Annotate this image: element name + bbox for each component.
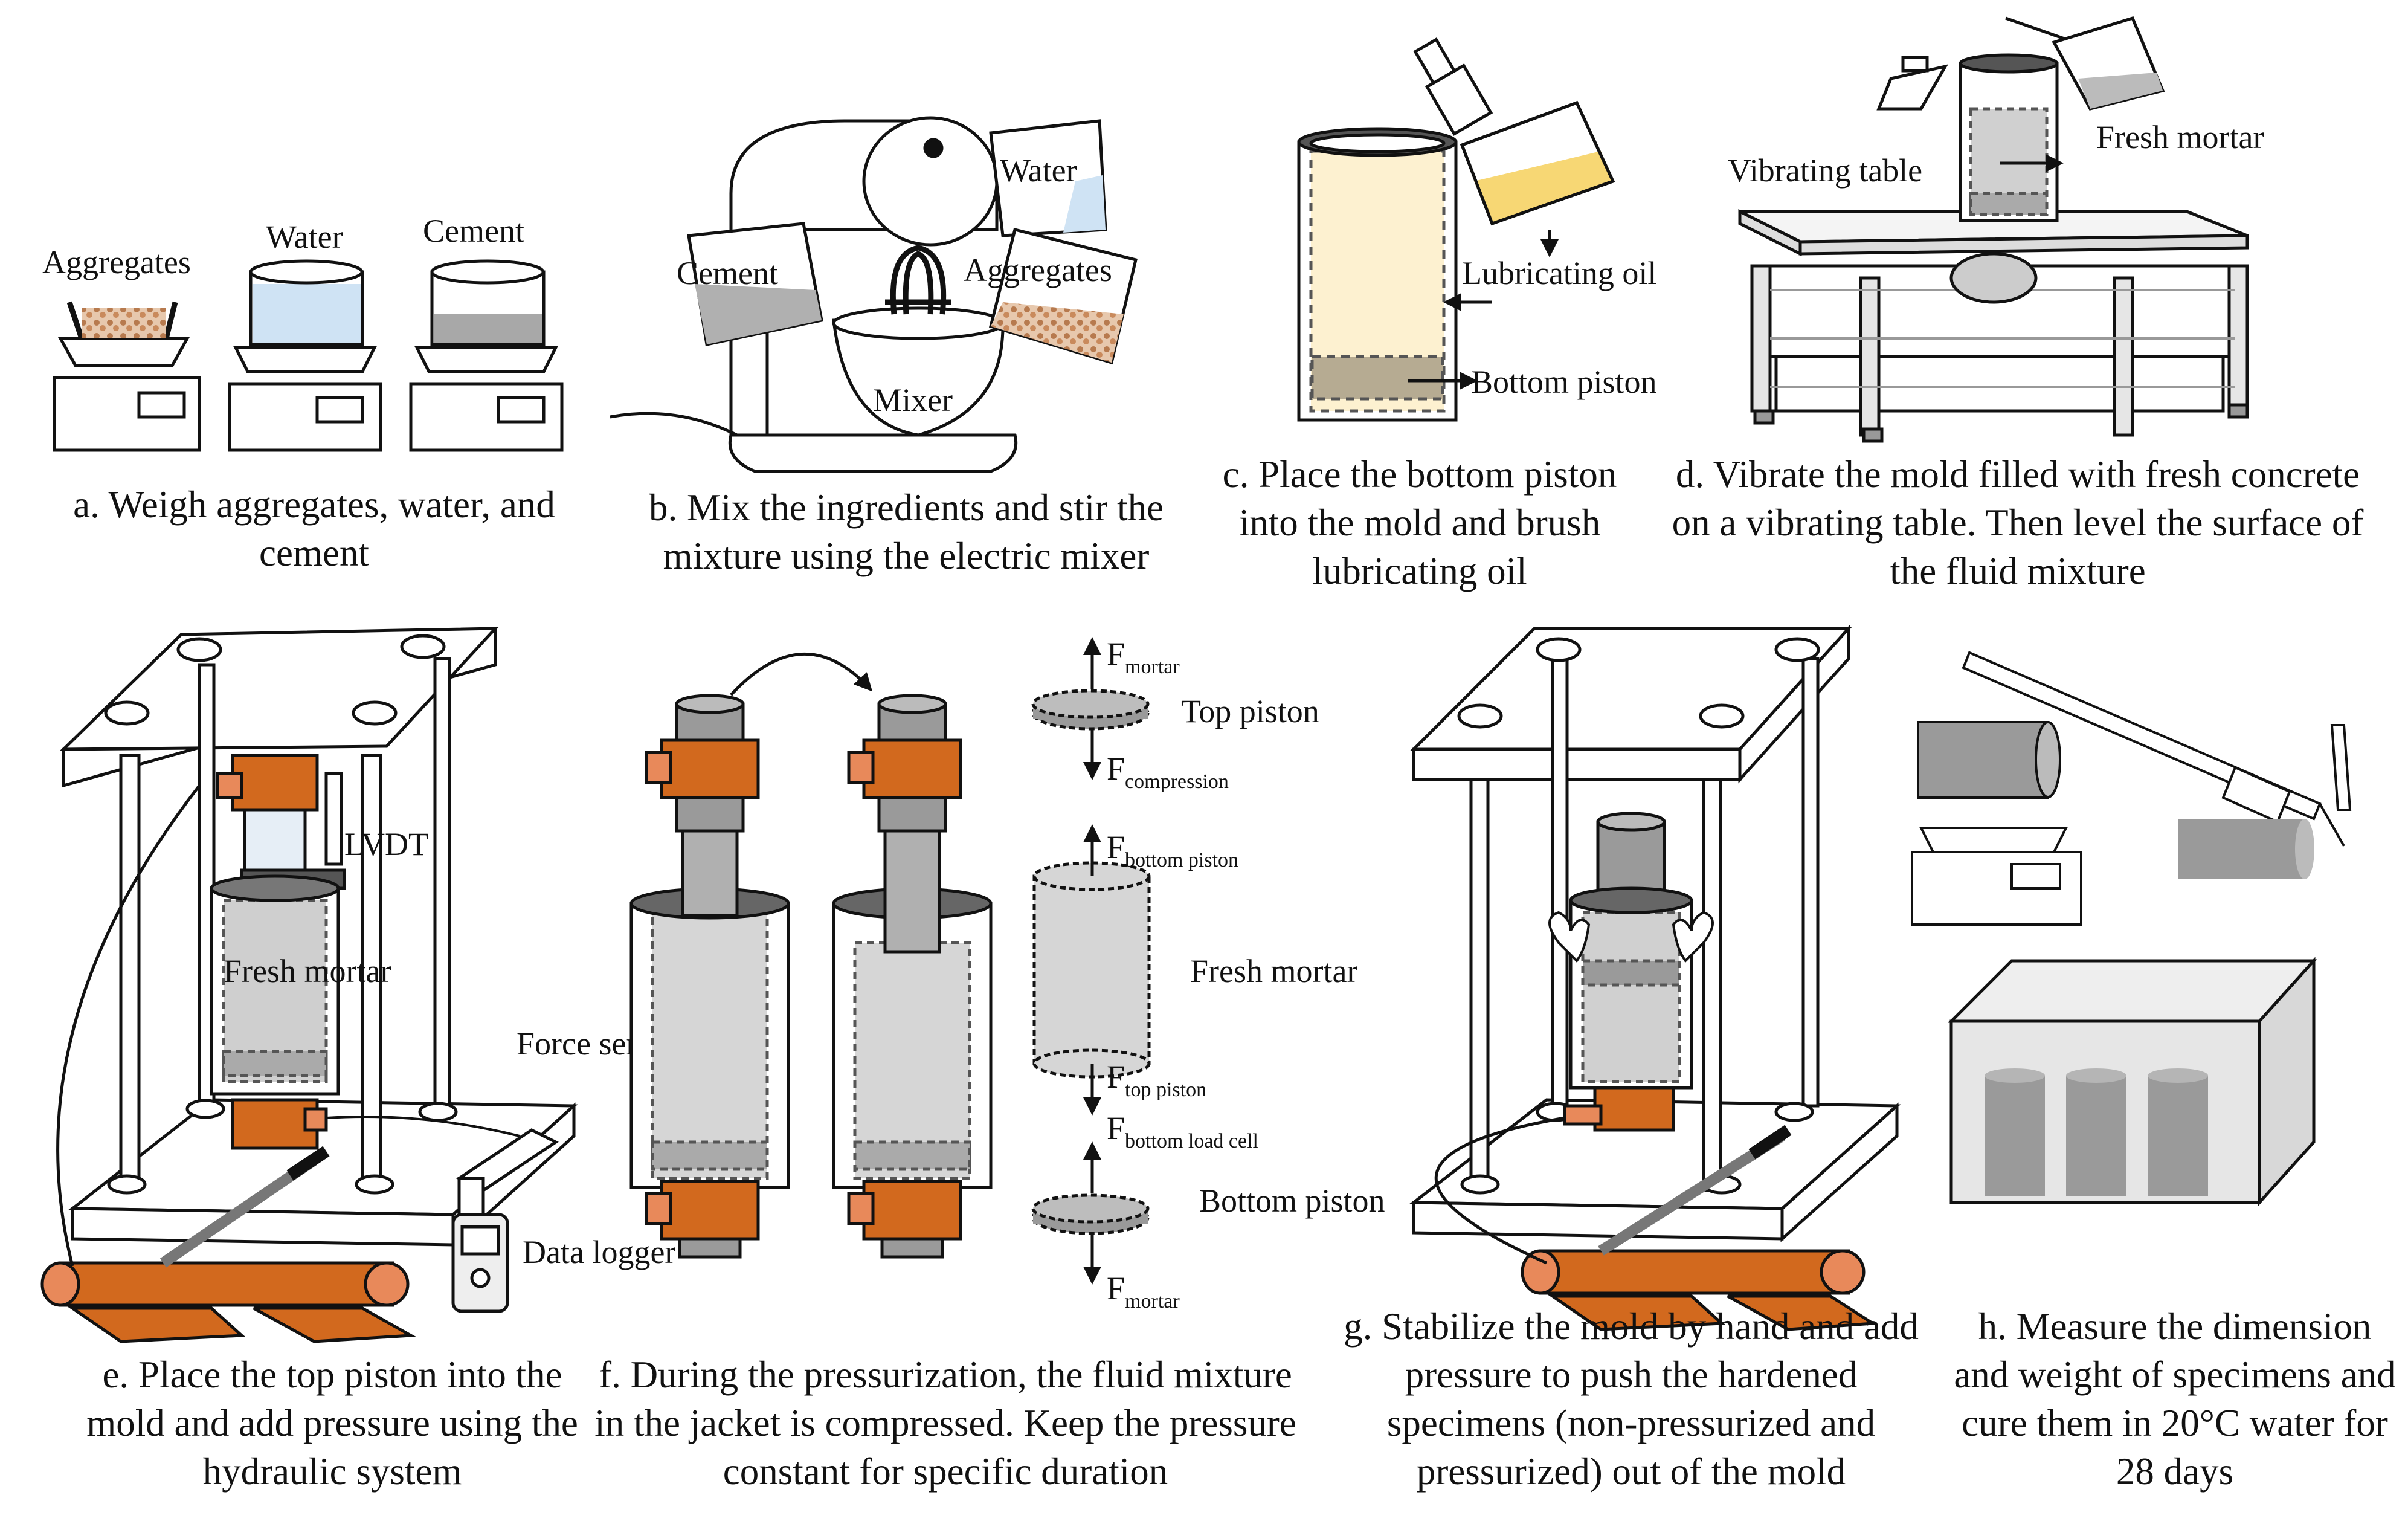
panel-f: Fmortar Fcompression Fbottom piston Ftop… <box>629 636 1385 1313</box>
mortar-cup <box>2005 16 2165 111</box>
force-symbol: F <box>1107 1270 1125 1306</box>
panel-c: Lubricating oil Bottom piston <box>1297 37 1657 422</box>
panel-g <box>1409 624 1901 1331</box>
label-cement: Cement <box>677 255 778 291</box>
loading-frame <box>59 626 578 1248</box>
whisk-icon <box>885 245 951 315</box>
label-cement: Cement <box>423 213 524 249</box>
hand-icon <box>1548 911 1714 963</box>
force-symbol: F <box>1107 829 1125 865</box>
vibrating-table <box>1738 208 2249 443</box>
label-lvdt: LVDT <box>344 826 428 862</box>
specimen-extrusion <box>1563 812 1693 1132</box>
cement-scale <box>409 259 564 452</box>
cement-cup <box>687 222 823 346</box>
label-top-piston: Top piston <box>1181 693 1319 729</box>
label-fresh-mortar: Fresh mortar <box>2096 119 2264 155</box>
mold-in-frame <box>210 808 340 1096</box>
curved-arrow <box>730 653 873 696</box>
panel-e: LVDT Fresh mortar Force sensor Data logg… <box>40 626 682 1343</box>
aggregate-scale <box>53 301 201 452</box>
water-scale <box>228 259 382 452</box>
force-bottom-piston: Fbottom piston <box>1107 829 1238 871</box>
aggregate-cup <box>988 227 1138 365</box>
label-lubricating-oil: Lubricating oil <box>1462 255 1656 291</box>
force-subscript: mortar <box>1125 1290 1180 1313</box>
label-bottom-piston: Bottom piston <box>1199 1183 1385 1219</box>
force-bottom-load-cell: Fbottom load cell <box>1107 1110 1258 1152</box>
label-data-logger: Data logger <box>523 1234 675 1270</box>
panel-b: Water Cement Aggregates Mixer <box>610 116 1138 473</box>
force-subscript: top piston <box>1125 1079 1206 1101</box>
force-subscript: mortar <box>1125 656 1180 678</box>
label-lubricating-oil: Lubricating oil <box>1462 255 1656 291</box>
bottom-load-cell <box>231 1098 328 1150</box>
caption-a: a. Weigh aggregates, water, and cement <box>73 483 555 574</box>
mold-on-table <box>1959 53 2059 222</box>
caption-f: f. During the pressurization, the fluid … <box>594 1354 1296 1493</box>
label-vibrating-table: Vibrating table <box>1728 152 1922 189</box>
force-mortar-top: Fmortar <box>1107 636 1180 678</box>
force-top-piston: Ftop piston <box>1107 1059 1206 1101</box>
specimen-on-scale <box>1911 721 2082 926</box>
force-compression: Fcompression <box>1107 751 1229 793</box>
caption-h: h. Measure the dimension and weight of s… <box>1954 1305 2396 1493</box>
trowel-icon <box>1876 56 1948 111</box>
force-symbol: F <box>1107 1059 1125 1095</box>
force-subscript: bottom piston <box>1125 849 1238 871</box>
label-bottom-piston: Bottom piston <box>1199 1183 1385 1219</box>
hydraulic-pump <box>1435 1116 1878 1331</box>
caliper-icon <box>1962 651 2352 847</box>
force-symbol: F <box>1107 751 1125 787</box>
curing-tank <box>1947 957 2317 1207</box>
label-fresh-mortar: Fresh mortar <box>224 953 391 989</box>
label-aggregates: Aggregates <box>964 252 1112 288</box>
force-mortar-bottom: Fmortar <box>1107 1270 1180 1313</box>
electric-mixer <box>610 116 1018 473</box>
label-fresh-mortar: Fresh mortar <box>1190 953 1357 989</box>
label-fresh-mortar: Fresh mortar <box>2096 119 2264 155</box>
label-aggregates: Aggregates <box>42 244 191 280</box>
label-water: Water <box>1000 152 1077 189</box>
oil-cup <box>1460 100 1615 226</box>
free-body-diagram <box>1031 637 1151 1285</box>
top-load-cell <box>216 754 319 812</box>
force-sensor-box <box>326 1116 559 1216</box>
force-symbol: F <box>1107 636 1125 672</box>
force-symbol: F <box>1107 1110 1125 1146</box>
label-fresh-mortar: Fresh mortar <box>224 953 391 989</box>
mold-cylinder <box>1297 127 1458 422</box>
label-bottom-piston: Bottom piston <box>1471 364 1657 400</box>
panel-h <box>1911 651 2352 1207</box>
assembly-before <box>629 694 790 1259</box>
caption-d: d. Vibrate the mold filled with fresh co… <box>1672 453 2364 592</box>
force-subscript: bottom load cell <box>1125 1130 1258 1152</box>
panel-a: Aggregates Water Cement <box>42 213 564 452</box>
caption-b: b. Mix the ingredients and stir the mixt… <box>648 486 1164 577</box>
assembly-after <box>832 694 993 1259</box>
force-subscript: compression <box>1125 770 1229 793</box>
caption-e: e. Place the top piston into the mold an… <box>86 1354 578 1493</box>
data-logger-icon <box>451 1213 509 1313</box>
label-mixer: Mixer <box>873 382 953 418</box>
caption-g: g. Stabilize the mold by hand and add pr… <box>1344 1305 1919 1493</box>
caption-c: c. Place the bottom piston into the mold… <box>1222 453 1617 592</box>
label-water: Water <box>266 219 343 255</box>
water-cup <box>989 119 1107 237</box>
panel-d: Vibrating table Fresh mortar <box>1728 16 2264 443</box>
label-data-logger: Data logger <box>523 1234 675 1270</box>
brush-icon <box>1413 37 1493 136</box>
measured-specimen <box>2178 819 2314 879</box>
extraction-frame <box>1409 624 1901 1242</box>
hydraulic-pump <box>40 784 416 1343</box>
force-labels: Fmortar Fcompression Fbottom piston Ftop… <box>1107 636 1258 1313</box>
